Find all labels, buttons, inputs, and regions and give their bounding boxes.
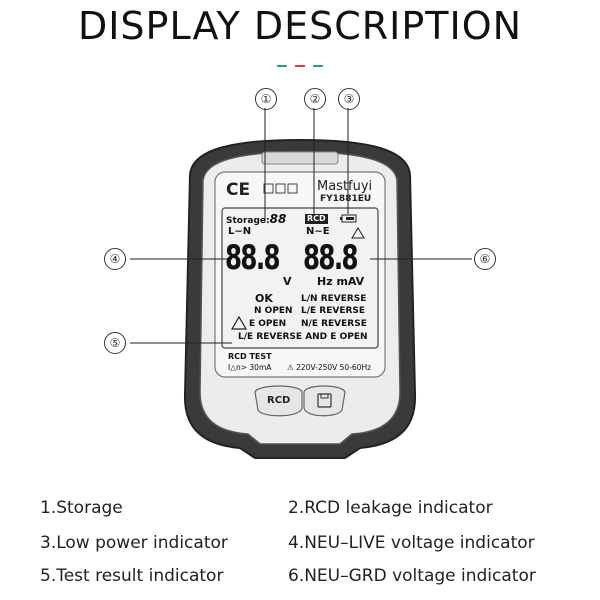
callout-5: ⑤: [104, 332, 126, 354]
legend-item-2: 2.RCD leakage indicator: [288, 498, 493, 518]
legend-item-1: 1.Storage: [40, 498, 123, 518]
warning-icon: [351, 227, 365, 239]
dash-3: [313, 64, 323, 67]
storage-label: Storage:88: [226, 212, 286, 226]
floppy-icon-label: [320, 393, 329, 399]
status-ok: OK: [255, 292, 273, 305]
status-le-reverse: L/E REVERSE: [301, 306, 366, 316]
device-top-tab: [261, 151, 339, 165]
brand-name: Mastfuyi: [317, 179, 373, 194]
model-number: FY1881EU: [320, 194, 372, 204]
legend-item-4: 4.NEU–LIVE voltage indicator: [288, 533, 535, 553]
voltage-range-label: ⚠ 220V-250V 50-60Hz: [287, 363, 372, 372]
dash-2: [295, 64, 305, 67]
callout-6: ⑥: [474, 248, 496, 270]
callout-2: ②: [304, 88, 326, 110]
ce-mark: CE: [226, 180, 251, 200]
status-e-open: E OPEN: [249, 319, 287, 329]
legend-item-6: 6.NEU–GRD voltage indicator: [288, 566, 536, 586]
storage-label-text: Storage:: [226, 216, 270, 226]
rcd-button: [254, 385, 303, 417]
unit-v: V: [283, 275, 292, 288]
save-button: [303, 385, 346, 417]
status-ln-reverse: L/N REVERSE: [301, 294, 367, 304]
rcd-current-label: I△n> 30mA: [228, 363, 272, 372]
warning-icon-status: [230, 315, 248, 330]
ne-label: N~E: [306, 226, 330, 237]
rcd-badge: RCD: [305, 214, 328, 224]
page-title: DISPLAY DESCRIPTION: [77, 4, 523, 48]
dash-1: [277, 64, 287, 67]
callout-3: ③: [338, 88, 360, 110]
ln-label: L~N: [228, 226, 252, 237]
rcd-test-label: RCD TEST: [228, 352, 272, 361]
rcd-button-label[interactable]: RCD: [267, 395, 291, 406]
legend-item-5: 5.Test result indicator: [40, 566, 224, 586]
cert-box-2: [275, 183, 286, 194]
status-n-open: N OPEN: [254, 306, 293, 316]
callout-1: ①: [255, 88, 277, 110]
digits-right: 88.8: [303, 238, 359, 278]
status-ne-reverse: N/E REVERSE: [301, 319, 367, 329]
battery-icon-fill: [346, 217, 354, 220]
cert-box-1: [263, 183, 274, 194]
lcd-window: [221, 207, 379, 349]
storage-digits: 88: [269, 212, 287, 226]
digits-left: 88.8: [225, 238, 281, 278]
title-dashes: [0, 55, 600, 74]
status-le-reverse-e-open: L/E REVERSE AND E OPEN: [238, 332, 368, 342]
callout-4: ④: [104, 248, 126, 270]
battery-icon-tip: [340, 217, 342, 220]
unit-hz-mav: Hz mAV: [317, 275, 365, 288]
cert-box-3: [287, 183, 298, 194]
legend-item-3: 3.Low power indicator: [40, 533, 228, 553]
